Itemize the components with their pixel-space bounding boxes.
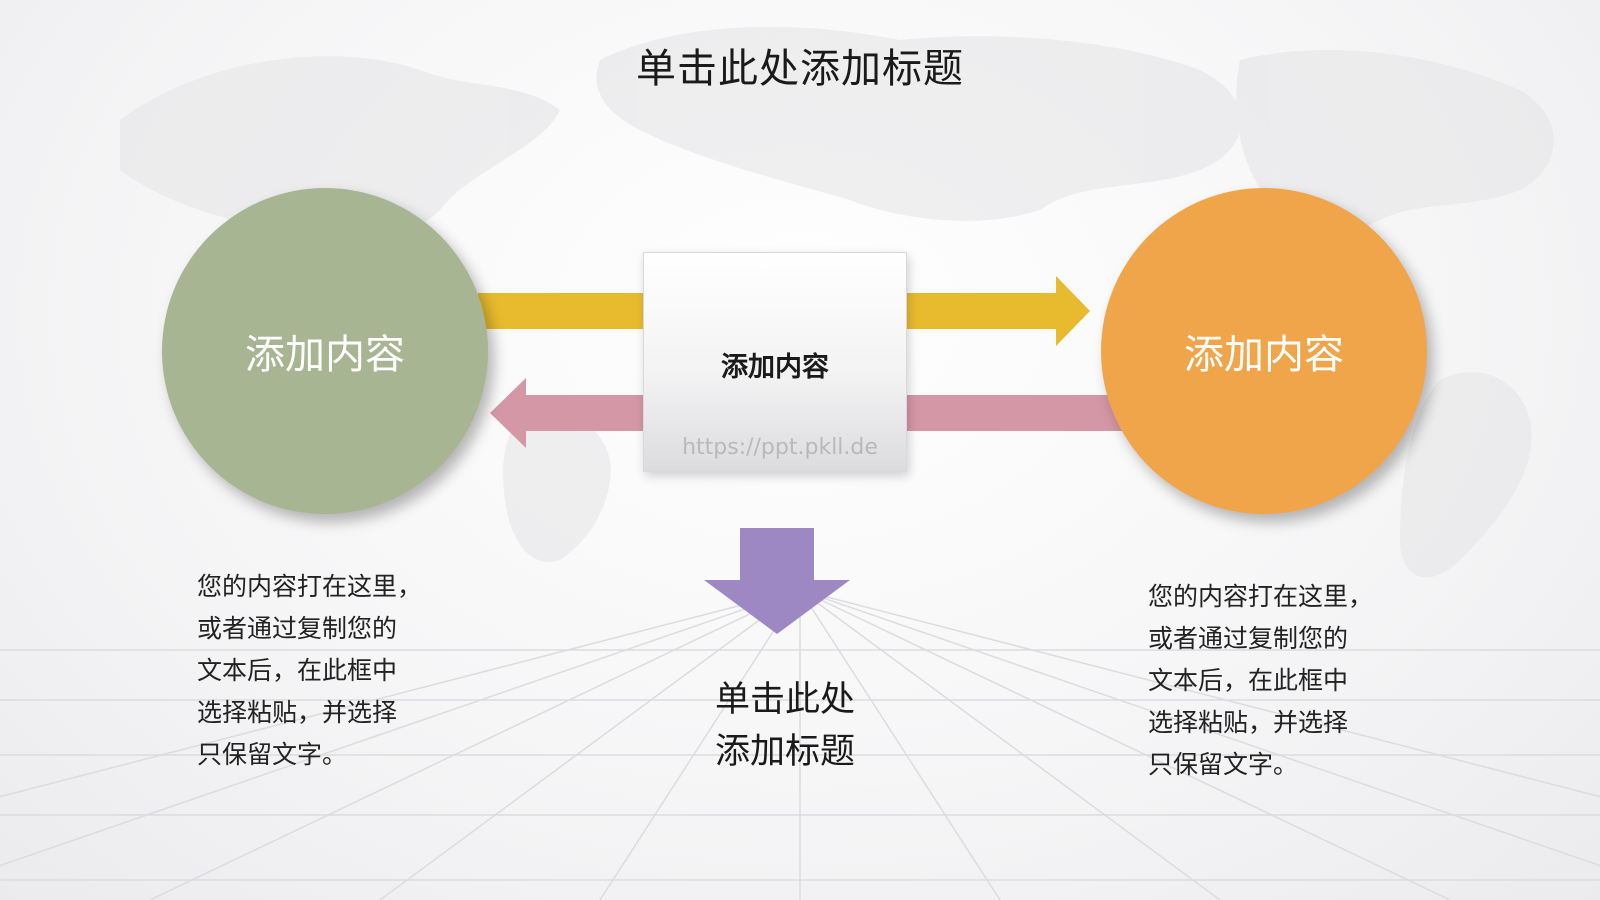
center-box[interactable]: 添加内容 https://ppt.pkll.de bbox=[643, 252, 907, 472]
left-description-line: 您的内容打在这里， bbox=[197, 572, 423, 601]
world-map-shape bbox=[120, 26, 1554, 578]
down-arrow-purple bbox=[704, 528, 850, 634]
left-description-line: 选择粘贴，并选择 bbox=[197, 698, 398, 727]
left-description-line: 文本后，在此框中 bbox=[197, 656, 398, 685]
left-description[interactable]: 您的内容打在这里， 或者通过复制您的 文本后，在此框中 选择粘贴，并选择 只保留… bbox=[197, 566, 447, 776]
watermark-text: https://ppt.pkll.de bbox=[682, 435, 878, 460]
bottom-title-line: 单击此处 bbox=[714, 680, 855, 720]
left-circle-label: 添加内容 bbox=[245, 332, 405, 378]
right-circle-label: 添加内容 bbox=[1184, 332, 1344, 378]
right-description-line: 您的内容打在这里， bbox=[1148, 582, 1374, 611]
right-description-line: 或者通过复制您的 bbox=[1148, 624, 1349, 653]
bottom-title[interactable]: 单击此处 添加标题 bbox=[690, 674, 880, 778]
center-box-label: 添加内容 bbox=[721, 352, 829, 383]
down-arrow-purple-shape bbox=[704, 528, 850, 634]
perspective-grid bbox=[0, 589, 1600, 900]
right-description[interactable]: 您的内容打在这里， 或者通过复制您的 文本后，在此框中 选择粘贴，并选择 只保留… bbox=[1148, 576, 1398, 786]
right-description-line: 选择粘贴，并选择 bbox=[1148, 708, 1349, 737]
right-circle[interactable]: 添加内容 bbox=[1101, 188, 1427, 514]
left-circle[interactable]: 添加内容 bbox=[162, 188, 488, 514]
right-description-line: 文本后，在此框中 bbox=[1148, 666, 1349, 695]
slide-title[interactable]: 单击此处添加标题 bbox=[636, 46, 964, 92]
right-description-line: 只保留文字。 bbox=[1148, 750, 1299, 779]
bottom-title-line: 添加标题 bbox=[714, 732, 855, 772]
left-description-line: 或者通过复制您的 bbox=[197, 614, 398, 643]
left-description-line: 只保留文字。 bbox=[197, 740, 348, 769]
